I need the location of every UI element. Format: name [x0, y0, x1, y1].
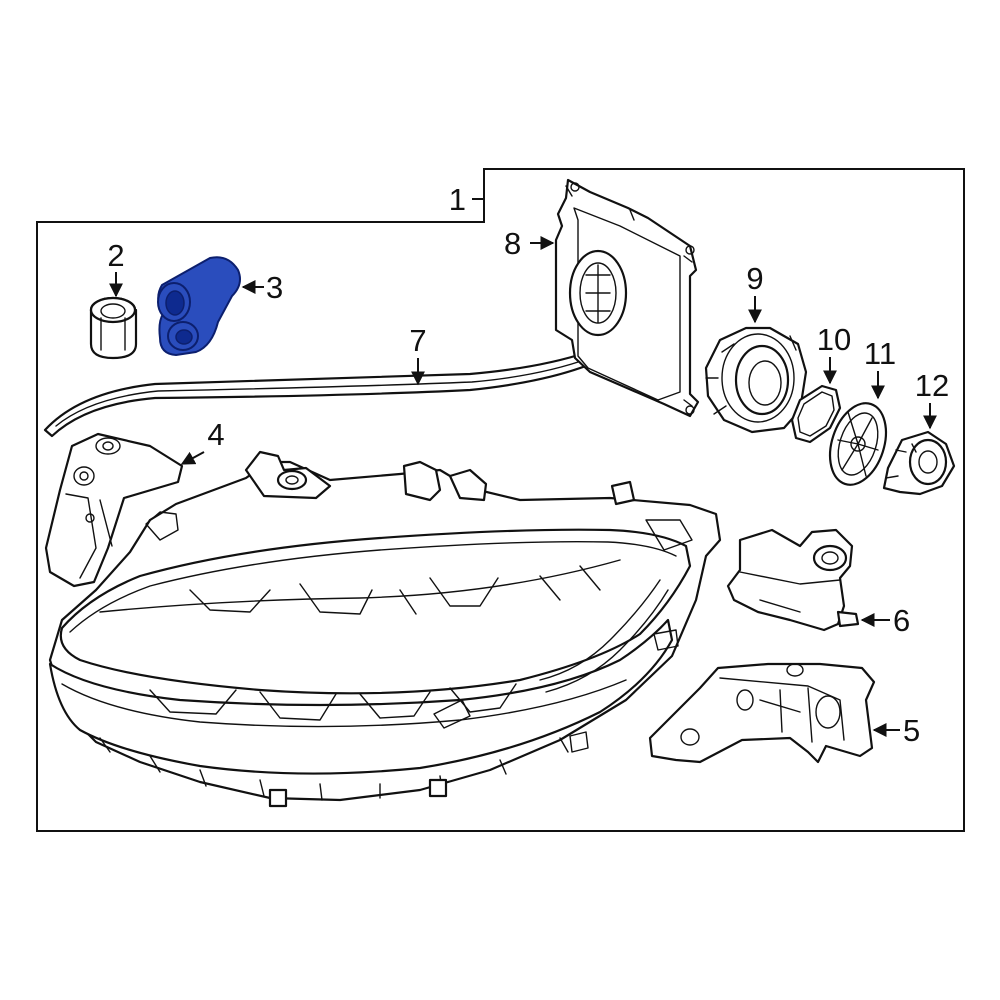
part-5-lower-bracket[interactable] [648, 662, 876, 764]
callout-label-3: 3 [266, 270, 283, 305]
callout-label-8: 8 [504, 226, 521, 261]
callout-label-1: 1 [449, 182, 466, 217]
part-12-bulb-housing[interactable] [882, 430, 956, 496]
part-8-control-module[interactable] [554, 178, 700, 418]
callout-label-6: 6 [893, 603, 910, 638]
callout-label-9: 9 [746, 261, 763, 296]
part-6-connector-bracket[interactable] [726, 528, 860, 632]
leader-line-4 [180, 451, 205, 465]
part-3-boot-highlighted[interactable] [157, 256, 241, 356]
part-7-seal-strip[interactable] [43, 350, 598, 438]
part-10-gasket[interactable] [790, 384, 842, 444]
callout-label-5: 5 [903, 713, 920, 748]
callout-label-11: 11 [864, 336, 896, 371]
callout-label-4: 4 [207, 417, 224, 452]
part-11-cover[interactable] [820, 396, 895, 492]
part-4-mounting-bracket[interactable] [44, 432, 184, 588]
callout-label-10: 10 [817, 322, 851, 357]
callout-label-7: 7 [409, 323, 426, 358]
part-9-socket-adapter[interactable] [704, 326, 808, 434]
callout-label-12: 12 [915, 368, 949, 403]
assembly-frame [36, 168, 965, 832]
callout-label-2: 2 [107, 238, 124, 273]
part-2-bushing[interactable] [89, 296, 138, 360]
headlamp-assembly[interactable] [48, 450, 722, 808]
